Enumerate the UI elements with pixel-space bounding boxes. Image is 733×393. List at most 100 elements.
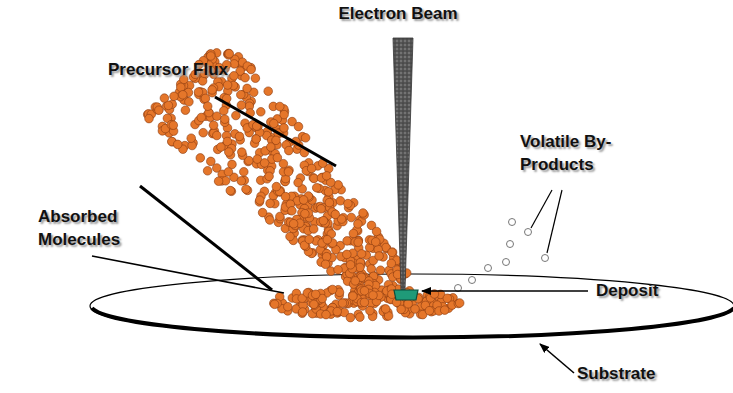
precursor-molecule xyxy=(404,300,413,309)
precursor-molecule xyxy=(221,115,230,124)
precursor-molecule xyxy=(354,220,363,229)
precursor-molecule xyxy=(324,188,333,197)
precursor-molecule xyxy=(260,159,269,168)
precursor-molecule xyxy=(173,140,182,149)
precursor-molecule xyxy=(289,219,298,228)
precursor-molecule xyxy=(177,83,186,92)
volatile-molecules xyxy=(455,219,549,292)
precursor-molecule xyxy=(223,81,232,90)
precursor-molecule xyxy=(323,235,332,244)
precursor-molecule xyxy=(356,313,365,322)
flux-label: Precursor Flux xyxy=(108,58,268,81)
precursor-molecule xyxy=(425,306,434,315)
precursor-molecule xyxy=(443,294,452,303)
precursor-molecule xyxy=(280,124,289,133)
precursor-molecule xyxy=(266,216,275,225)
precursor-molecule xyxy=(325,198,334,207)
precursor-molecule xyxy=(299,196,308,205)
precursor-molecule xyxy=(201,94,210,103)
precursor-molecule xyxy=(213,112,222,121)
precursor-molecule xyxy=(354,238,363,247)
precursor-molecule xyxy=(237,90,246,99)
precursor-molecule xyxy=(230,72,239,81)
precursor-molecule xyxy=(360,287,369,296)
precursor-molecule xyxy=(241,73,250,82)
precursor-molecule xyxy=(209,121,218,130)
precursor-molecule xyxy=(214,177,223,186)
precursor-molecule xyxy=(179,91,188,100)
precursor-molecule xyxy=(331,210,340,219)
precursor-molecule xyxy=(145,114,154,123)
precursor-molecule xyxy=(197,113,206,122)
precursor-molecule xyxy=(225,49,234,58)
precursor-molecule xyxy=(203,167,212,176)
precursor-molecule xyxy=(280,110,289,119)
precursor-molecule xyxy=(230,60,239,69)
precursor-molecule xyxy=(351,277,360,286)
precursor-molecule xyxy=(328,285,337,294)
precursor-molecule xyxy=(264,87,273,96)
precursor-molecule xyxy=(226,186,235,195)
precursor-molecule xyxy=(255,196,264,205)
precursor-molecule xyxy=(199,128,208,137)
precursor-molecule xyxy=(440,306,449,315)
precursor-molecule xyxy=(194,88,203,97)
substrate-disc xyxy=(90,274,733,338)
precursor-molecule xyxy=(347,213,356,222)
precursor-molecule xyxy=(196,154,205,163)
precursor-molecules xyxy=(143,49,464,322)
precursor-molecule xyxy=(225,148,234,157)
precursor-molecule xyxy=(284,302,293,311)
precursor-molecule xyxy=(346,313,355,322)
precursor-molecule xyxy=(381,305,390,314)
precursor-molecule xyxy=(213,131,222,140)
deposit-label: Deposit xyxy=(596,279,686,302)
precursor-molecule xyxy=(298,308,307,317)
precursor-molecule xyxy=(270,299,279,308)
precursor-molecule xyxy=(366,306,375,315)
precursor-molecule xyxy=(272,182,281,191)
precursor-molecule xyxy=(288,207,297,216)
precursor-molecule xyxy=(237,177,246,186)
precursor-molecule xyxy=(265,172,274,181)
precursor-molecule xyxy=(266,199,275,208)
precursor-molecule xyxy=(258,208,267,217)
precursor-molecule xyxy=(208,86,217,95)
precursor-molecule xyxy=(224,168,233,177)
precursor-molecule xyxy=(301,134,310,143)
precursor-molecule xyxy=(310,301,319,310)
precursor-molecule xyxy=(344,199,353,208)
absorbed-label: Absorbed Molecules xyxy=(38,205,158,251)
precursor-molecule xyxy=(281,192,290,201)
precursor-molecule xyxy=(319,216,328,225)
precursor-molecule xyxy=(359,209,368,218)
precursor-molecule xyxy=(346,261,355,270)
precursor-molecule xyxy=(207,157,216,166)
precursor-molecule xyxy=(455,299,464,308)
precursor-molecule xyxy=(207,52,216,61)
precursor-molecule xyxy=(338,299,347,308)
precursor-molecule xyxy=(371,238,380,247)
precursor-molecule xyxy=(388,248,397,257)
precursor-molecule xyxy=(181,106,190,115)
precursor-molecule xyxy=(349,292,358,301)
precursor-molecule xyxy=(375,252,384,261)
precursor-molecule xyxy=(369,291,378,300)
precursor-molecule xyxy=(317,205,326,214)
precursor-molecule xyxy=(185,98,194,107)
precursor-molecule xyxy=(310,300,319,309)
precursor-molecule xyxy=(235,132,244,141)
precursor-molecule xyxy=(387,259,396,268)
precursor-molecule xyxy=(321,260,330,269)
precursor-molecule xyxy=(238,148,247,157)
deposit-block xyxy=(394,290,418,300)
precursor-molecule xyxy=(252,135,261,144)
precursor-molecule xyxy=(343,237,352,246)
precursor-molecule xyxy=(311,290,320,299)
leader-arrow xyxy=(540,344,574,373)
precursor-molecule xyxy=(270,119,279,128)
precursor-molecule xyxy=(284,168,293,177)
precursor-molecule xyxy=(334,265,343,274)
